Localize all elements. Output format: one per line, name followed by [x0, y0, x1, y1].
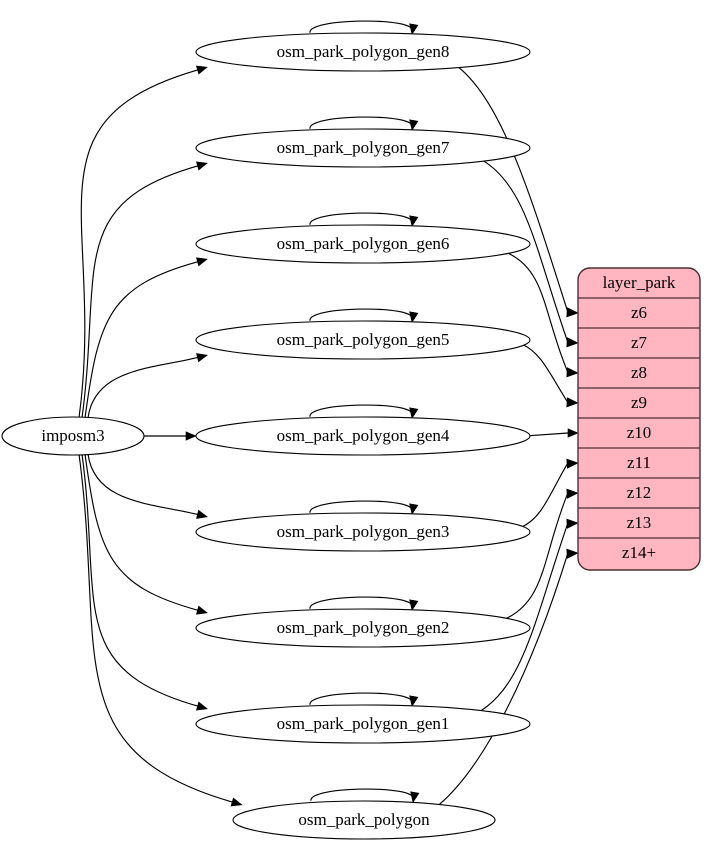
node-osm_park_polygon[interactable]: osm_park_polygon [232, 800, 496, 840]
edge-arrowhead [566, 488, 579, 499]
edge-arrowhead [566, 458, 579, 469]
layer-park-table[interactable]: layer_park z6 z7 z8 z9 z10 z11 z12 z13 z14+ [577, 267, 701, 571]
table-row-label-z10: z10 [627, 423, 652, 442]
node-osm_park_polygon_gen6[interactable]: osm_park_polygon_gen6 [195, 224, 531, 264]
node-label-osm_park_polygon: osm_park_polygon [298, 810, 430, 829]
edge-arrowhead [196, 701, 208, 711]
edge-arrowhead [196, 509, 208, 519]
node-osm_park_polygon_gen2[interactable]: osm_park_polygon_gen2 [195, 608, 531, 648]
edge-osm_park_polygon_gen8-to-z6 [458, 66, 569, 313]
self-loop-osm_park_polygon_gen2 [309, 596, 413, 609]
node-ellipse-imposm3 [1, 416, 145, 456]
edge-arrowhead [409, 311, 419, 324]
node-osm_park_polygon_gen5[interactable]: osm_park_polygon_gen5 [195, 320, 531, 360]
table-row-label-z9: z9 [631, 393, 647, 412]
edge-arrowhead [196, 65, 208, 75]
self-loop-osm_park_polygon_gen6 [309, 212, 413, 225]
node-label-osm_park_polygon_gen2: osm_park_polygon_gen2 [277, 618, 450, 637]
edge-arrowhead [409, 215, 419, 228]
edge-arrowhead [185, 431, 197, 441]
node-label-osm_park_polygon_gen3: osm_park_polygon_gen3 [277, 522, 450, 541]
node-ellipse-osm_park_polygon_gen2 [195, 608, 531, 648]
node-osm_park_polygon_gen1[interactable]: osm_park_polygon_gen1 [195, 704, 531, 744]
edge-arrowhead [196, 161, 208, 171]
table-row-label-z6: z6 [631, 303, 647, 322]
node-ellipse-osm_park_polygon_gen1 [195, 704, 531, 744]
node-label-osm_park_polygon_gen8: osm_park_polygon_gen8 [277, 42, 450, 61]
node-label-osm_park_polygon_gen7: osm_park_polygon_gen7 [277, 138, 450, 157]
edge-osm_park_polygon_gen7-to-z7 [483, 160, 569, 343]
edge-arrowhead [196, 257, 208, 267]
edge-arrowhead [566, 337, 579, 348]
edge-arrowhead [409, 119, 419, 132]
table-row-label-z7: z7 [631, 333, 648, 352]
edge-osm_park_polygon_gen6-to-z8 [507, 252, 569, 373]
node-osm_park_polygon_gen7[interactable]: osm_park_polygon_gen7 [195, 128, 531, 168]
edge-arrowhead [409, 23, 419, 36]
node-osm_park_polygon_gen4[interactable]: osm_park_polygon_gen4 [195, 416, 531, 456]
node-ellipse-osm_park_polygon_gen7 [195, 128, 531, 168]
layer-park-table-header: layer_park [603, 273, 676, 292]
edge-arrowhead [566, 548, 579, 559]
edge-arrowhead [409, 599, 419, 612]
edge-arrowhead [196, 353, 208, 363]
table-row-label-z12: z12 [627, 483, 652, 502]
node-label-osm_park_polygon_gen5: osm_park_polygon_gen5 [277, 330, 450, 349]
edge-arrowhead [409, 503, 419, 516]
node-label-imposm3: imposm3 [41, 426, 104, 445]
edge-osm_park_polygon_gen3-to-z11 [521, 462, 569, 528]
edge-arrowhead [566, 307, 579, 318]
node-ellipse-osm_park_polygon_gen5 [195, 320, 531, 360]
edges-layer [78, 20, 579, 807]
node-ellipse-osm_park_polygon_gen8 [195, 32, 531, 72]
edge-osm_park_polygon-to-z14+ [438, 552, 569, 806]
table-row-label-z14+: z14+ [622, 543, 656, 562]
node-label-osm_park_polygon_gen4: osm_park_polygon_gen4 [277, 426, 450, 445]
node-ellipse-osm_park_polygon_gen3 [195, 512, 531, 552]
self-loop-osm_park_polygon_gen3 [309, 500, 413, 513]
self-loop-osm_park_polygon_gen7 [309, 116, 413, 129]
edge-arrowhead [566, 518, 579, 529]
node-ellipse-osm_park_polygon [232, 800, 496, 840]
nodes-layer: imposm3 osm_park_polygon_gen8 osm_park_pol… [1, 32, 531, 840]
table-row-label-z8: z8 [631, 363, 647, 382]
edge-osm_park_polygon_gen1-to-z13 [480, 522, 569, 712]
node-osm_park_polygon_gen8[interactable]: osm_park_polygon_gen8 [195, 32, 531, 72]
self-loop-osm_park_polygon_gen4 [309, 404, 413, 417]
edge-arrowhead [409, 695, 419, 708]
node-label-osm_park_polygon_gen1: osm_park_polygon_gen1 [277, 714, 450, 733]
node-imposm3[interactable]: imposm3 [1, 416, 145, 456]
self-loop-osm_park_polygon_gen5 [309, 308, 413, 321]
edge-arrowhead [230, 797, 243, 807]
edge-arrowhead [410, 791, 420, 804]
edge-osm_park_polygon_gen5-to-z9 [522, 343, 569, 404]
self-loop-osm_park_polygon [310, 788, 414, 801]
self-loop-osm_park_polygon_gen1 [309, 692, 413, 705]
table-row-label-z13: z13 [627, 513, 652, 532]
node-label-osm_park_polygon_gen6: osm_park_polygon_gen6 [277, 234, 450, 253]
node-ellipse-osm_park_polygon_gen6 [195, 224, 531, 264]
table-row-label-z11: z11 [627, 453, 651, 472]
self-loop-osm_park_polygon_gen8 [309, 20, 413, 33]
edge-arrowhead [567, 428, 579, 438]
edge-arrowhead [409, 407, 419, 420]
node-ellipse-osm_park_polygon_gen4 [195, 416, 531, 456]
layer-park-table-body [577, 267, 701, 571]
edge-arrowhead [566, 367, 579, 378]
node-osm_park_polygon_gen3[interactable]: osm_park_polygon_gen3 [195, 512, 531, 552]
edge-osm_park_polygon_gen2-to-z12 [505, 492, 569, 620]
edge-arrowhead [566, 397, 579, 408]
edge-arrowhead [196, 605, 208, 615]
